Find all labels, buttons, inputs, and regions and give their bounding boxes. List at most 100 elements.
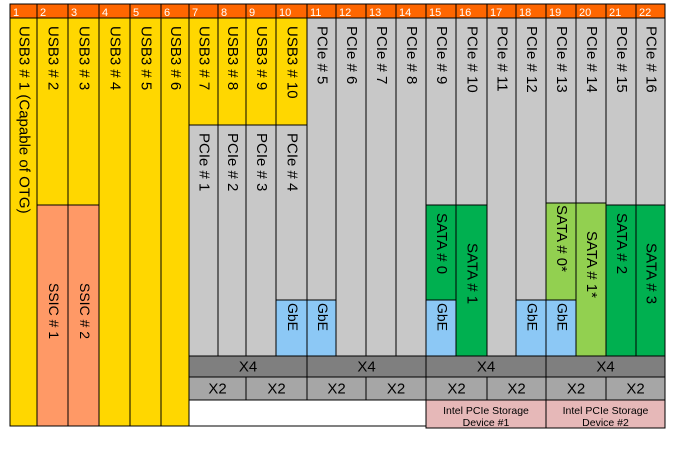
x4-label: X4 [239, 358, 257, 375]
x2-label: X2 [208, 380, 226, 397]
storage-device-number: Device #2 [582, 417, 629, 429]
pcie-10-label: PCIe # 10 [464, 26, 481, 93]
usb3-10-label: USB3 # 10 [284, 26, 301, 99]
pcie-12-label: PCIe # 12 [523, 26, 540, 93]
pcie-6-label: PCIe # 6 [343, 26, 360, 84]
lane-number: 2 [40, 7, 46, 19]
pcie-block [275, 124, 308, 301]
sata-2-label: SATA # 2 [613, 213, 630, 274]
usb3-9-label: USB3 # 9 [253, 26, 270, 90]
gbe-label: GbE [434, 303, 450, 331]
usb-block [275, 17, 308, 126]
sata-1-label: SATA # 1* [583, 231, 600, 298]
usb3-5-label: USB3 # 5 [138, 26, 155, 90]
pcie-block [188, 124, 219, 357]
lane-number: 12 [339, 7, 351, 19]
sata-3-label: SATA # 3 [643, 243, 660, 304]
usb3-2-label: USB3 # 2 [45, 26, 62, 90]
x2-label: X2 [626, 380, 644, 397]
sata_alt-block [545, 202, 577, 301]
pcie-11-label: PCIe # 11 [494, 26, 511, 92]
pcie-block [245, 124, 277, 357]
usb-block [98, 17, 131, 427]
ssic-1-label: SSIC # 1 [46, 283, 62, 339]
lane-number: 1 [13, 7, 19, 19]
pcie-block [635, 17, 666, 206]
lane-number: 4 [102, 7, 108, 19]
pcie-block [455, 17, 488, 206]
x2-label: X2 [387, 380, 405, 397]
lane-number: 13 [369, 7, 381, 19]
lane-number: 11 [310, 7, 321, 19]
usb-block [245, 17, 277, 126]
pcie-4-label: PCIe # 4 [284, 133, 301, 191]
x4-label: X4 [357, 358, 375, 375]
pcie-3-label: PCIe # 3 [253, 133, 270, 191]
pcie-block [425, 17, 457, 206]
lane-number: 19 [549, 7, 561, 19]
pcie-block [365, 17, 397, 357]
lane-number: 10 [279, 7, 291, 19]
lane-number: 3 [71, 7, 77, 19]
ssic-block [67, 204, 100, 427]
storage-device-name: Intel PCIe Storage [563, 405, 649, 417]
lane-number: 9 [249, 7, 255, 19]
pcie-1-label: PCIe # 1 [196, 133, 213, 191]
pcie-block [515, 17, 547, 301]
lane-number: 18 [519, 7, 531, 19]
sata-1-label: SATA # 1 [464, 243, 481, 304]
pcie-9-label: PCIe # 9 [433, 26, 450, 84]
x2-label: X2 [327, 380, 345, 397]
sata-block [455, 204, 488, 357]
pcie-7-label: PCIe # 7 [373, 26, 390, 84]
pcie-block [217, 124, 247, 357]
gbe-block [425, 299, 457, 357]
lane-number: 21 [609, 7, 621, 19]
pcie-16-label: PCIe # 16 [643, 26, 660, 93]
pcie-5-label: PCIe # 5 [314, 26, 331, 84]
pcie-15-label: PCIe # 15 [613, 26, 630, 93]
pcie-13-label: PCIe # 13 [553, 26, 570, 93]
pcie-2-label: PCIe # 2 [224, 133, 241, 191]
gbe-label: GbE [524, 303, 540, 331]
storage-device-number: Device #1 [463, 417, 510, 429]
lane-number: 16 [459, 7, 471, 19]
lane-number: 17 [490, 7, 502, 19]
lane-number: 7 [192, 7, 198, 19]
gbe-block [306, 299, 337, 357]
storage-device-name: Intel PCIe Storage [443, 405, 529, 417]
pcie-block [335, 17, 367, 357]
pcie-14-label: PCIe # 14 [583, 26, 600, 93]
usb-block [160, 17, 190, 427]
sata-0-label: SATA # 0* [553, 205, 570, 272]
lane-number: 6 [164, 7, 170, 19]
gbe-block [545, 299, 577, 357]
lane-number: 14 [399, 7, 411, 19]
x2-label: X2 [447, 380, 465, 397]
lane-number: 8 [221, 7, 227, 19]
gbe-block [515, 299, 547, 357]
gbe-label: GbE [315, 303, 331, 331]
x4-label: X4 [477, 358, 495, 375]
gbe-label: GbE [285, 303, 301, 331]
usb3-8-label: USB3 # 8 [224, 26, 241, 90]
ssic-2-label: SSIC # 2 [77, 283, 93, 339]
usb-block [129, 17, 162, 427]
usb3-7-label: USB3 # 7 [196, 26, 213, 90]
usb3-6-label: USB3 # 6 [167, 26, 184, 90]
ssic-block [36, 204, 69, 427]
empty-cell [188, 399, 427, 427]
usb-block [188, 17, 219, 126]
lane-number: 15 [429, 7, 441, 19]
lane-number: 22 [639, 7, 651, 19]
pcie-8-label: PCIe # 8 [403, 26, 420, 84]
sata-0-label: SATA # 0 [433, 213, 450, 274]
storage-device-block [545, 399, 666, 429]
lane-number: 5 [133, 7, 139, 19]
sata-block [635, 204, 666, 357]
usb-block [67, 17, 100, 206]
usb3-3-label: USB3 # 3 [76, 26, 93, 90]
x2-label: X2 [567, 380, 585, 397]
lane-number: 20 [579, 7, 591, 19]
